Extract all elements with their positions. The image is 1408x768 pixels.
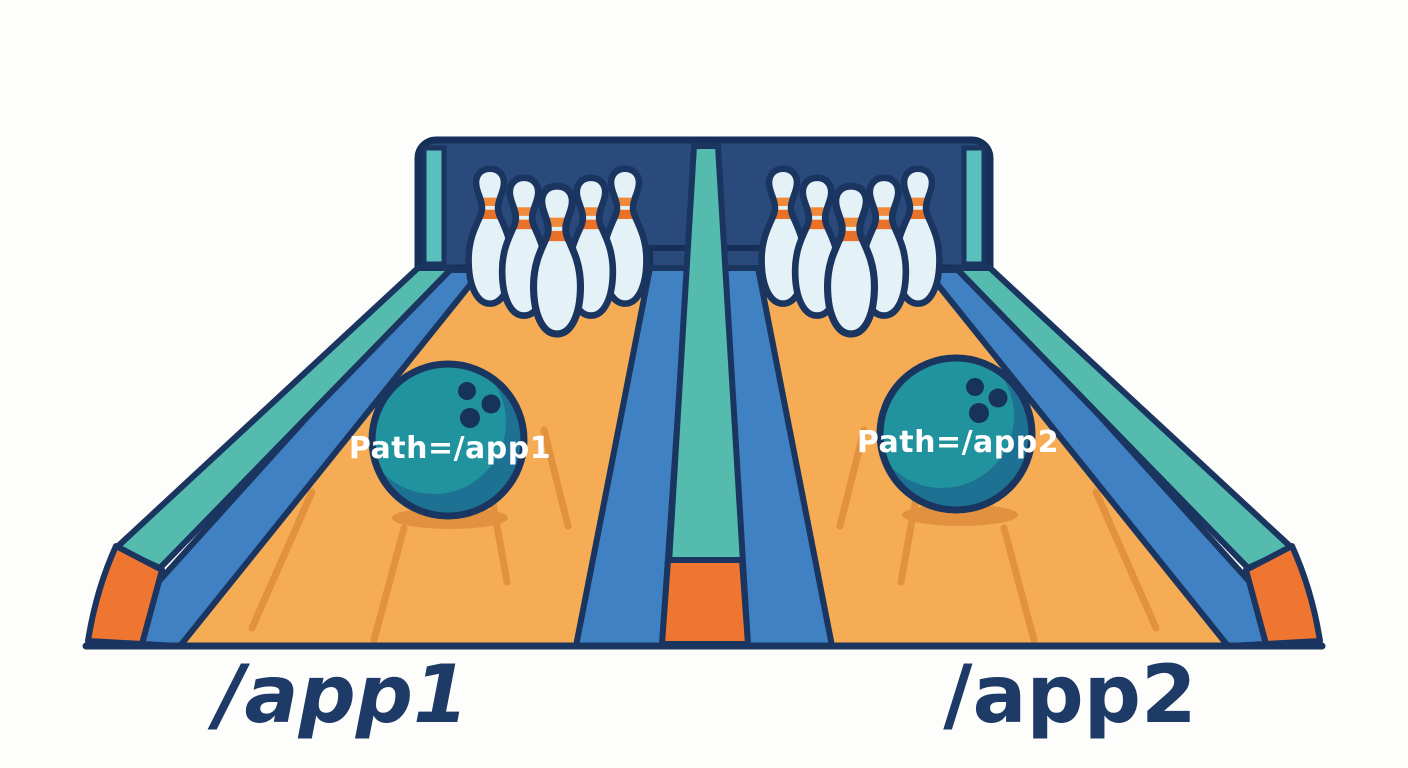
lane-label-app1: /app1 (207, 648, 468, 741)
backstop-teal-strip-right (961, 145, 987, 267)
bowling-ball-1: Path=/app1 (349, 360, 551, 529)
finger-holes-1 (458, 382, 501, 428)
backstop-teal-strip-left (421, 145, 447, 267)
ball-path-text-2: Path=/app2 (857, 425, 1059, 460)
divider-orange-cap (659, 557, 751, 647)
ball-shadow-2 (902, 504, 1018, 526)
ball-path-text-1: Path=/app1 (349, 431, 551, 466)
bowling-ball-2: Path=/app2 (857, 354, 1059, 526)
finger-holes-2 (966, 378, 1008, 423)
lane-label-app2: /app2 (943, 648, 1196, 741)
